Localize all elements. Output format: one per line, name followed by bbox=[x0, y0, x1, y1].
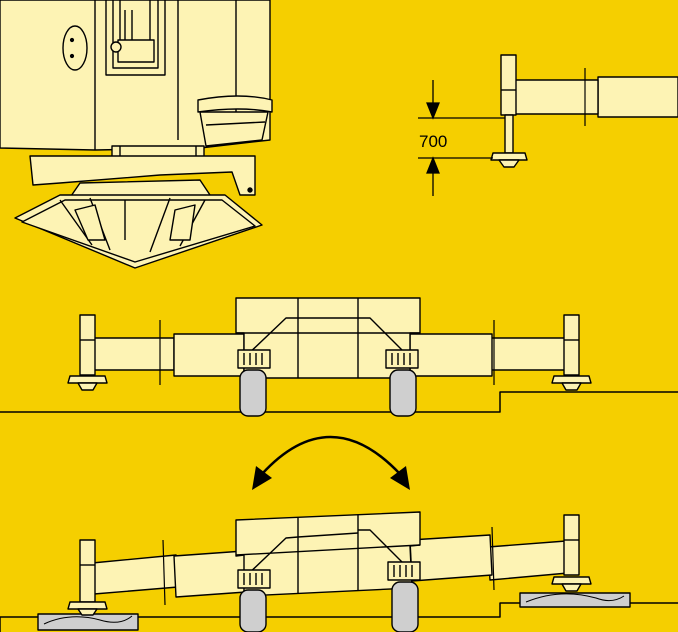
down-arrow-icon bbox=[426, 102, 440, 120]
machine-base-detail bbox=[0, 0, 273, 269]
outriggers-level-ground bbox=[0, 297, 678, 417]
outrigger-height-detail bbox=[490, 54, 678, 168]
double-headed-curved-arrow-icon bbox=[252, 435, 410, 490]
height-dimension-label: 700 bbox=[419, 132, 447, 151]
height-dimension bbox=[418, 80, 505, 196]
outriggers-uneven-ground bbox=[0, 511, 678, 632]
up-arrow-icon bbox=[426, 156, 440, 174]
